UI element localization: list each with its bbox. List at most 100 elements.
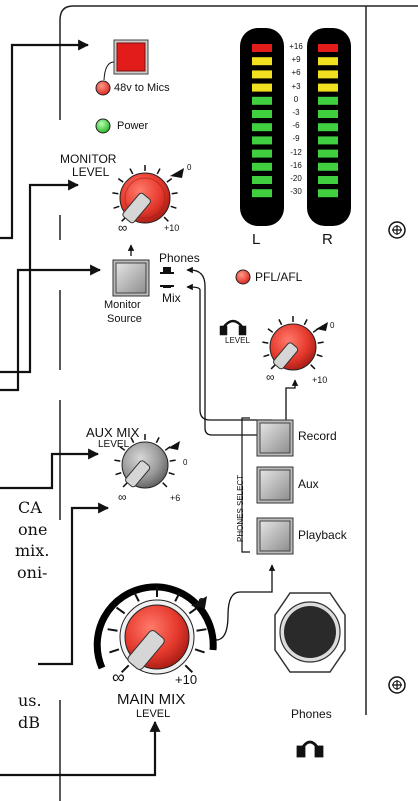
knob-tick [117, 177, 124, 183]
meter-segment [252, 189, 272, 198]
meter-scale-label: -9 [292, 134, 300, 144]
meter-segment [318, 136, 338, 145]
meter-segment [318, 57, 338, 66]
panel-outline [59, 5, 418, 520]
phones-level-plus: +10 [312, 375, 328, 385]
meter-segment [318, 162, 338, 171]
meter-segment [318, 70, 338, 79]
knob-tick [316, 354, 323, 358]
monitor-level-max: 0 [187, 163, 192, 172]
meter-segment [318, 189, 338, 198]
main-mix-plus: +10 [175, 672, 198, 687]
knob-tick [196, 628, 207, 632]
pfl-afl-label: PFL/AFL [255, 270, 303, 284]
phones-jack-label: Phones [291, 707, 332, 721]
meter-scale-label: +16 [289, 42, 303, 51]
knob-tick [262, 341, 269, 344]
monitor-level-knob[interactable] [112, 165, 184, 224]
meter-scale-label: -20 [290, 174, 302, 183]
screw-icon [388, 221, 406, 239]
meter-segment [318, 110, 338, 118]
knob-tick [303, 319, 308, 326]
main-mix-min: ∞ [112, 667, 125, 687]
knob-tick [317, 341, 324, 344]
meter-scale-label: +3 [291, 81, 301, 91]
record-button[interactable] [256, 419, 294, 457]
record-label[interactable]: Record [298, 429, 337, 443]
knob-tick [310, 364, 316, 370]
meter-scale-label: -30 [290, 187, 302, 197]
knob-tick [119, 446, 126, 451]
knob-tick [169, 459, 176, 462]
monitor-source-button[interactable] [112, 259, 150, 297]
knob-tick [168, 472, 175, 476]
mode-phones-label: Phones [159, 251, 200, 265]
knob-tick [270, 364, 276, 370]
knob-tick [109, 648, 120, 654]
meter-segments-right [318, 44, 338, 198]
led-pfl-icon [235, 269, 251, 285]
knob-tick [113, 205, 120, 209]
knob-tick [156, 168, 161, 175]
playback-button[interactable] [256, 517, 294, 555]
knob-tick [171, 192, 178, 195]
knob-tick [115, 606, 126, 615]
headphones-icon [296, 740, 324, 758]
knob-tick [155, 437, 160, 444]
phones-level-max: 0 [330, 321, 335, 330]
mode-mix-label: Mix [162, 291, 181, 305]
phones-level-min: ∞ [266, 370, 275, 384]
callout-lines [0, 39, 161, 777]
led-power-label: Power [117, 120, 149, 132]
knob-tick [133, 591, 140, 602]
meter-segment [252, 136, 272, 145]
aux-mix-plus: +6 [170, 493, 181, 503]
meter-scale-label: -6 [292, 121, 300, 131]
meter-segment [252, 44, 272, 52]
meter-scale-label: +9 [291, 55, 301, 65]
meter-segment [318, 44, 338, 52]
meter-left-label: L [252, 231, 261, 248]
meter-segment [252, 110, 272, 118]
aux-mix-min: ∞ [118, 490, 127, 504]
meter-segment [318, 83, 338, 92]
aux-mix-max: 0 [183, 458, 188, 467]
main-mix-knob[interactable] [93, 583, 217, 675]
knob-tick [115, 472, 122, 476]
knob-tick [129, 168, 134, 175]
screw-icon [388, 676, 406, 694]
meter-segment [318, 96, 338, 105]
aux-label[interactable]: Aux [298, 477, 319, 491]
phones-select-label: PHONES SELECT [236, 474, 245, 542]
knob-tick [174, 591, 181, 602]
meter-scale-label: 0 [293, 94, 299, 104]
meter-segment [252, 123, 272, 132]
meter-right-label: R [322, 231, 333, 248]
monitor-source-label: Monitor [104, 299, 141, 311]
switch-leader [103, 61, 115, 81]
aux-button[interactable] [256, 466, 294, 504]
monitor-level-label: MONITOR [60, 152, 117, 166]
main-mix-max: 0 [198, 595, 206, 610]
mode-indicators [160, 267, 174, 288]
playback-label[interactable]: Playback [298, 528, 347, 542]
left-text-line: dB [18, 713, 40, 732]
meter-segment [252, 96, 272, 105]
meter-segment [318, 123, 338, 132]
left-text-line: mix. [15, 541, 50, 560]
phones-level-knob[interactable] [262, 316, 328, 371]
meter-segment [252, 83, 272, 92]
led-48v-label: 48v to Mics [114, 82, 170, 94]
phones-select-bracket [241, 417, 250, 553]
knob-tick [114, 459, 121, 462]
phantom-power-switch[interactable] [113, 39, 149, 75]
aux-mix-sublabel: LEVEL [98, 439, 130, 450]
knob-tick [263, 354, 270, 358]
meter-segment [252, 57, 272, 66]
left-text-line: us. [18, 691, 42, 710]
aux-mix-knob[interactable] [114, 434, 180, 489]
left-text-line: CA [18, 498, 42, 517]
knob-tick [184, 664, 194, 674]
phones-jack[interactable] [274, 592, 346, 673]
